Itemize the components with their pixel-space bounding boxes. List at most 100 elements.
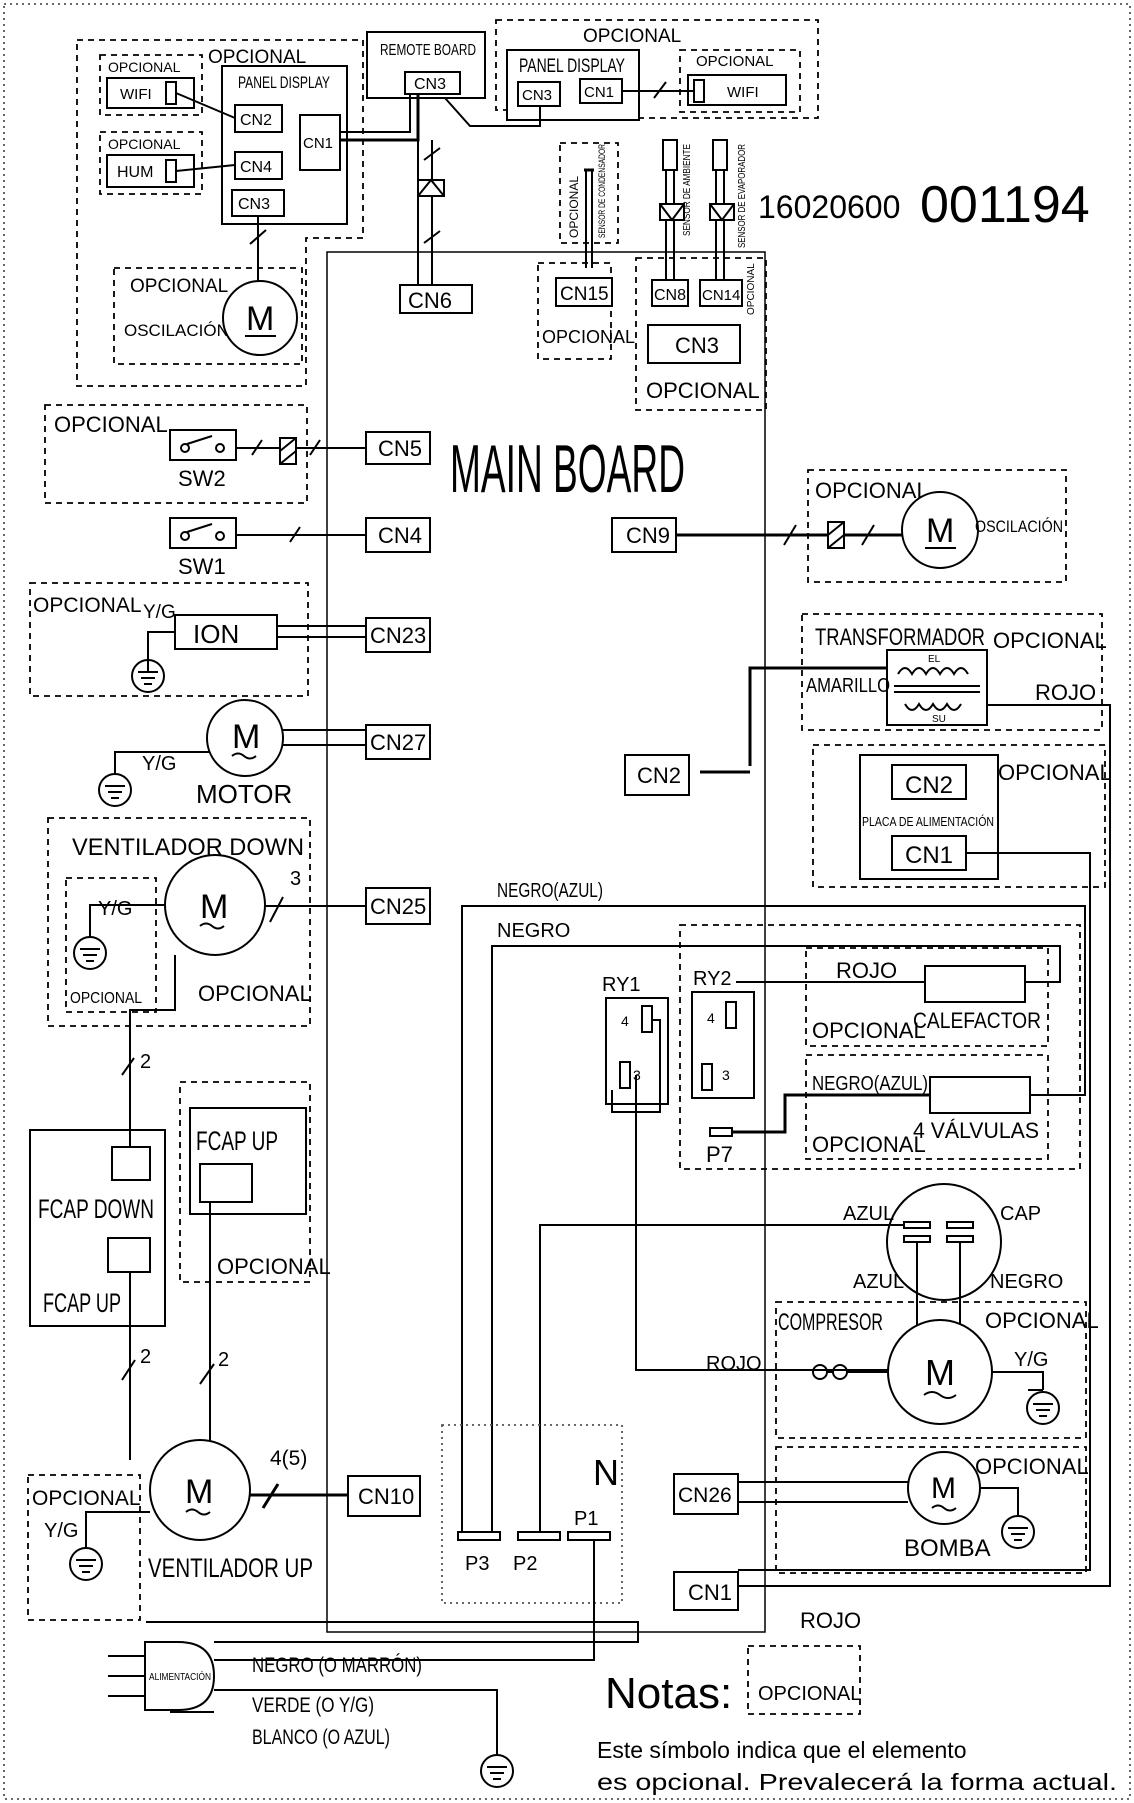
- svg-text:OPCIONAL: OPCIONAL: [696, 53, 774, 70]
- oscillation-top-motor-label: M: [246, 300, 274, 338]
- oscillation-top-optional: [113, 267, 303, 365]
- valves-element: [929, 1076, 1031, 1114]
- wifi-right-label: WIFI: [727, 84, 759, 101]
- relay-optional-area: [679, 924, 1081, 1170]
- wire-red-heater: ROJO: [836, 958, 897, 983]
- wire-black: NEGRO: [497, 920, 570, 942]
- compressor-ground-icon: [1026, 1391, 1060, 1425]
- notes-line2: es opcional. Prevalecerá la forma actual…: [597, 1769, 1117, 1795]
- p7-label: P7: [706, 1142, 733, 1167]
- cn1-main-label: CN1: [688, 1580, 732, 1605]
- mains-ground-icon: [480, 1754, 514, 1788]
- wifi-left-label: WIFI: [120, 86, 152, 103]
- display-right-cn1-label: CN1: [584, 84, 614, 101]
- svg-text:OPCIONAL: OPCIONAL: [54, 412, 168, 437]
- cn3-sensor-label: CN3: [675, 333, 719, 358]
- p2-label: P2: [513, 1553, 537, 1575]
- transformer-box: [886, 649, 988, 726]
- cn8-label: CN8: [654, 287, 686, 304]
- power-plug: [144, 1641, 216, 1711]
- p3-label: P3: [465, 1553, 489, 1575]
- power-board-optional: [812, 744, 1106, 888]
- svg-text:OPCIONAL: OPCIONAL: [985, 1308, 1099, 1333]
- motor-ground-icon: [98, 773, 132, 807]
- wifi-right-connector: [693, 79, 705, 103]
- cn23: [365, 617, 431, 653]
- power-board-title: PLACA DE ALIMENTACIÓN: [862, 814, 994, 829]
- wifi-left-connector: [165, 81, 177, 105]
- cap-negro: NEGRO: [990, 1271, 1063, 1293]
- display-left-cn4-label: CN4: [240, 159, 272, 176]
- svg-text:OPCIONAL: OPCIONAL: [812, 1132, 926, 1157]
- cn8: [651, 279, 689, 307]
- p3-terminal: [457, 1531, 501, 1541]
- cn3-sensor: [647, 324, 741, 364]
- cn9-label: CN9: [626, 523, 670, 548]
- sensor-connectors-optional: [635, 257, 767, 411]
- cn6-label: CN6: [408, 288, 452, 313]
- display-right-cn3: [517, 81, 561, 107]
- fan-up-motor: [149, 1439, 251, 1541]
- motor-label: MOTOR: [196, 779, 292, 809]
- display-left-cn3-label: CN3: [238, 196, 270, 213]
- notes-title: Notas:: [605, 1669, 732, 1718]
- p2-terminal: [517, 1531, 561, 1541]
- p1-terminal: [567, 1531, 611, 1541]
- valves-label: 4 VÁLVULAS: [913, 1118, 1039, 1143]
- ion-optional: [29, 582, 309, 697]
- cn5: [365, 431, 431, 465]
- cap-label: CAP: [1000, 1203, 1041, 1225]
- count-two-c: 2: [218, 1349, 229, 1371]
- ion-label: ION: [193, 619, 239, 649]
- fcap-down-label: FCAP DOWN: [38, 1194, 154, 1224]
- oscillation-right-motor: [901, 491, 979, 569]
- fan-down-m: M: [200, 888, 228, 926]
- svg-text:OPCIONAL: OPCIONAL: [108, 136, 181, 152]
- svg-text:OPCIONAL: OPCIONAL: [33, 594, 142, 617]
- transformer-title: TRANSFORMADOR: [815, 624, 985, 651]
- wifi-left-optional: [99, 54, 203, 116]
- cap-azul2: AZUL: [853, 1271, 904, 1293]
- pump-m: M: [931, 1472, 956, 1505]
- transformer-optional: [801, 613, 1103, 731]
- heater-optional: [805, 947, 1049, 1047]
- cap-circle: [886, 1183, 1002, 1301]
- heater-label: CALEFACTOR: [913, 1008, 1041, 1033]
- power-plug-label: ALIMENTACIÓN: [149, 1670, 211, 1683]
- power-black: NEGRO (O MARRÓN): [252, 1654, 422, 1677]
- sw1: [169, 517, 237, 549]
- cn26: [673, 1473, 739, 1515]
- oscillation-right-m: M: [926, 512, 954, 550]
- cn4: [365, 517, 431, 553]
- sw2-optional: [44, 404, 308, 504]
- svg-text:OPCIONAL: OPCIONAL: [998, 760, 1112, 785]
- wire-black-blue-valves: NEGRO(AZUL): [812, 1073, 928, 1095]
- power-board-cn2-label: CN2: [905, 772, 953, 799]
- top-left-optional-area: [76, 39, 364, 387]
- cn5-label: CN5: [378, 436, 422, 461]
- svg-text:OPCIONAL: OPCIONAL: [746, 263, 757, 315]
- count-two-a: 2: [140, 1051, 151, 1073]
- fan-up-label: VENTILADOR UP: [148, 1553, 313, 1583]
- cn23-label: CN23: [370, 623, 426, 648]
- wifi-left-module: [106, 77, 195, 109]
- neutral-n: N: [593, 1452, 619, 1493]
- svg-text:4: 4: [621, 1013, 629, 1029]
- display-right-cn1: [579, 78, 623, 104]
- fan-up-ground-icon: [69, 1547, 103, 1581]
- fcap-up-label: FCAP UP: [196, 1126, 278, 1156]
- svg-text:OPCIONAL: OPCIONAL: [542, 327, 635, 347]
- sw2-label: SW2: [178, 466, 226, 491]
- fan-down-ground-label: Y/G: [98, 898, 132, 920]
- compressor-m: M: [925, 1352, 955, 1393]
- power-white: BLANCO (O AZUL): [252, 1726, 390, 1749]
- cn4-label: CN4: [378, 523, 422, 548]
- svg-text:OPCIONAL: OPCIONAL: [812, 1018, 926, 1043]
- compressor-label: COMPRESOR: [778, 1309, 883, 1336]
- notes-symbol-label: OPCIONAL: [758, 1683, 861, 1705]
- display-right-cn3-label: CN3: [522, 87, 552, 104]
- svg-text:OPCIONAL: OPCIONAL: [815, 478, 929, 503]
- cn9: [611, 517, 677, 553]
- count-two-b: 2: [140, 1346, 151, 1368]
- fan-down-optional: [47, 817, 311, 1027]
